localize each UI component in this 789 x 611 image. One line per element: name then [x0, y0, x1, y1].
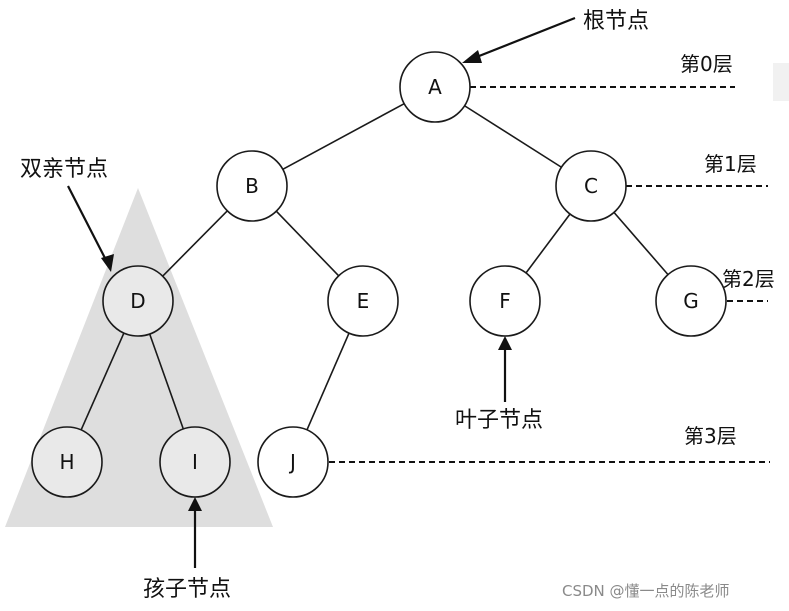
- root-callout: 根节点: [462, 9, 649, 63]
- node-J: J: [257, 426, 329, 498]
- level-label-3: 第3层: [684, 424, 737, 448]
- tree-edges: [80, 102, 669, 431]
- node-label-C: C: [584, 174, 598, 198]
- root-arrow: [468, 16, 576, 62]
- edge-C-F: [525, 213, 571, 274]
- node-circle-C: [555, 150, 627, 222]
- edge-E-J: [306, 332, 350, 431]
- leaf-arrow-head: [498, 336, 512, 350]
- edge-D-H: [80, 332, 125, 431]
- watermark: CSDN @懂一点的陈老师: [562, 582, 730, 600]
- level-label-2: 第2层: [722, 267, 775, 291]
- edge-A-B: [282, 102, 405, 171]
- leaf-callout-label: 叶子节点: [455, 408, 543, 433]
- child-callout-label: 孩子节点: [143, 577, 231, 602]
- node-B: B: [216, 150, 288, 222]
- tree-nodes: A B C D E F G H I J: [31, 51, 727, 498]
- leaf-callout: 叶子节点: [455, 336, 543, 433]
- child-callout: 孩子节点: [143, 497, 231, 602]
- node-E: E: [327, 265, 399, 337]
- node-F: F: [469, 265, 541, 337]
- node-label-B: B: [245, 174, 259, 198]
- parent-callout-label: 双亲节点: [20, 157, 108, 182]
- edge-D-I: [148, 333, 185, 430]
- node-label-E: E: [357, 289, 370, 313]
- node-label-H: H: [59, 450, 74, 474]
- node-circle-A: [399, 51, 471, 123]
- node-label-I: I: [192, 450, 198, 474]
- node-circle-J: [257, 426, 329, 498]
- node-D: D: [102, 265, 174, 337]
- node-circle-G: [655, 265, 727, 337]
- edge-A-C: [464, 105, 562, 168]
- node-A: A: [399, 51, 471, 123]
- node-label-D: D: [130, 289, 145, 313]
- node-G: G: [655, 265, 727, 337]
- parent-arrow: [67, 185, 109, 265]
- level-label-1: 第1层: [704, 152, 757, 176]
- node-circle-D: [102, 265, 174, 337]
- level-label-0: 第0层: [680, 52, 733, 76]
- node-circle-E: [327, 265, 399, 337]
- edge-B-D: [162, 210, 228, 277]
- node-label-F: F: [499, 289, 511, 313]
- node-label-A: A: [428, 75, 442, 99]
- root-arrow-head: [462, 50, 482, 63]
- node-circle-H: [31, 426, 103, 498]
- parent-callout: 双亲节点: [20, 157, 114, 272]
- node-H: H: [31, 426, 103, 498]
- root-callout-label: 根节点: [583, 9, 649, 34]
- node-C: C: [555, 150, 627, 222]
- node-label-G: G: [683, 289, 699, 313]
- scrollbar-track: [773, 63, 789, 101]
- node-label-J: J: [288, 450, 296, 474]
- node-I: I: [159, 426, 231, 498]
- parent-arrow-head: [101, 254, 114, 272]
- node-circle-B: [216, 150, 288, 222]
- edge-B-E: [275, 210, 340, 277]
- child-arrow-head: [188, 497, 202, 511]
- edge-C-G: [613, 211, 669, 276]
